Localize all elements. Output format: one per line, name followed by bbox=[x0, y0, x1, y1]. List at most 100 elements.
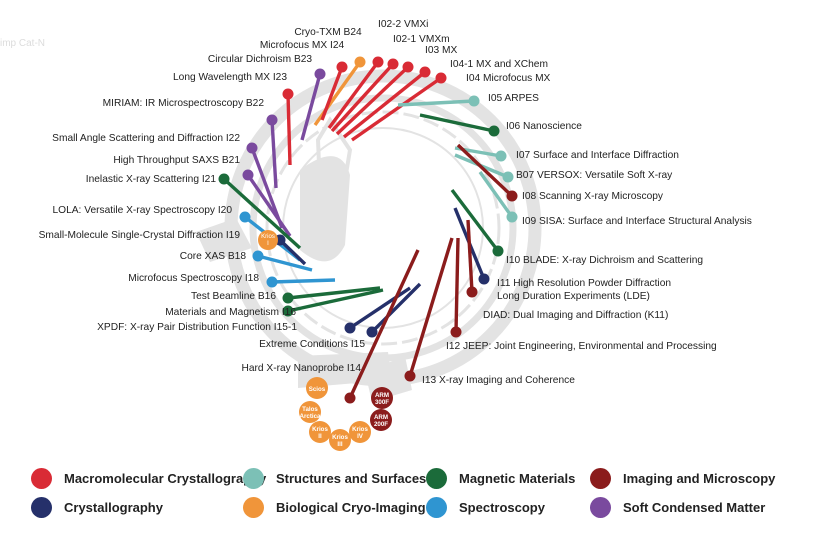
beamline bbox=[344, 286, 411, 334]
krios-i-label: Krios bbox=[261, 234, 275, 240]
beamline-label: Extreme Conditions I15 bbox=[259, 339, 365, 350]
legend-swatch bbox=[31, 496, 52, 518]
beamline-label: High Throughput SAXS B21 bbox=[113, 155, 240, 166]
microscope-label: 300F bbox=[375, 399, 389, 406]
beamline bbox=[266, 114, 278, 189]
beamline-dot bbox=[344, 322, 356, 334]
legend-item-bio-cryo: Biological Cryo-Imaging bbox=[243, 496, 426, 518]
microscope-badge bbox=[349, 421, 371, 443]
beamline-label-line2: Long Duration Experiments (LDE) bbox=[497, 291, 650, 302]
beamline-dot bbox=[404, 370, 416, 382]
legend-label: Imaging and Microscopy bbox=[623, 470, 776, 486]
beamline-dot bbox=[435, 72, 447, 84]
beamline bbox=[351, 72, 447, 142]
beamline-line bbox=[456, 143, 514, 198]
beamline-line bbox=[286, 93, 292, 166]
beamline-label: Small Angle Scattering and Diffraction I… bbox=[52, 133, 240, 144]
beamline-line bbox=[408, 237, 454, 377]
legend-item-magnetic: Magnetic Materials bbox=[426, 467, 575, 489]
beamline-label: Materials and Magnetism I16 bbox=[165, 307, 296, 318]
beamline-dot bbox=[344, 392, 356, 404]
faint-background-text: imp Cat-N bbox=[0, 38, 46, 49]
microscope-badge bbox=[329, 429, 351, 451]
beamline-label: MIRIAM: IR Microspectroscopy B22 bbox=[103, 98, 265, 109]
beamline-dot bbox=[354, 56, 366, 68]
krios-i-label: I bbox=[267, 241, 269, 247]
beamline-dot bbox=[242, 169, 254, 181]
beamline-dot bbox=[492, 245, 504, 257]
beamline-line bbox=[300, 73, 322, 141]
synchrotron-ring bbox=[196, 69, 542, 402]
microscope-badge bbox=[299, 401, 321, 423]
beamline-line bbox=[419, 113, 495, 133]
beamline-dot bbox=[478, 273, 490, 285]
beamline-label: I08 Scanning X-ray Microscopy bbox=[522, 191, 664, 202]
beamline bbox=[478, 171, 518, 223]
beamline bbox=[218, 173, 302, 250]
beamline-label: I03 MX bbox=[425, 45, 457, 56]
beamline-dot bbox=[402, 61, 414, 73]
beamline-line bbox=[222, 177, 302, 250]
legend-label: Structures and Surfaces bbox=[276, 470, 427, 486]
beamline-label: Circular Dichroism B23 bbox=[208, 54, 312, 65]
beamline bbox=[282, 288, 384, 317]
linac-building bbox=[300, 156, 350, 262]
beamline-line bbox=[397, 99, 475, 107]
beamline-dot bbox=[282, 88, 294, 100]
beamline-label: I09 SISA: Surface and Interface Structur… bbox=[522, 216, 752, 227]
legend-label: Soft Condensed Matter bbox=[623, 499, 766, 515]
microscope-label: ARM bbox=[375, 392, 389, 399]
beamline-label: Inelastic X-ray Scattering I21 bbox=[86, 174, 217, 185]
beamline-label: I07 Surface and Interface Diffraction bbox=[516, 150, 679, 161]
microscope-badge bbox=[306, 377, 328, 399]
beamline-label: LOLA: Versatile X-ray Spectroscopy I20 bbox=[53, 205, 233, 216]
microscope-label: IV bbox=[357, 433, 364, 440]
legend: Macromolecular Crystallography Structure… bbox=[0, 458, 818, 548]
beamline-label: Core XAS B18 bbox=[180, 251, 247, 262]
beamline-label: B07 VERSOX: Versatile Soft X-ray bbox=[516, 170, 673, 181]
beamline-dot bbox=[466, 286, 478, 298]
legend-swatch bbox=[243, 496, 264, 518]
microscope-label: Krios bbox=[332, 434, 348, 441]
beamline bbox=[450, 237, 462, 338]
beamline-dot bbox=[266, 276, 278, 288]
beamline bbox=[404, 237, 454, 382]
beamline-line bbox=[271, 278, 336, 284]
beamline bbox=[342, 66, 431, 139]
beamline bbox=[466, 219, 478, 298]
beamline-line bbox=[454, 237, 460, 333]
microscope-label: Krios bbox=[312, 426, 328, 433]
beamline-label: Long Wavelength MX I23 bbox=[173, 72, 287, 83]
beamline-label: I12 JEEP: Joint Engineering, Environment… bbox=[446, 341, 717, 352]
beamline bbox=[344, 249, 420, 404]
booster-hall bbox=[315, 116, 353, 201]
legend-label: Spectroscopy bbox=[459, 499, 545, 515]
microscope-label: Scios bbox=[309, 386, 326, 393]
beamline-label: Cryo-TXM B24 bbox=[294, 27, 362, 38]
beamline bbox=[456, 143, 518, 202]
legend-swatch bbox=[590, 467, 611, 489]
microscope-label: III bbox=[337, 441, 342, 448]
beamline-label: I06 Nanoscience bbox=[506, 121, 582, 132]
beamline-dot bbox=[314, 68, 326, 80]
legend-item-soft: Soft Condensed Matter bbox=[590, 496, 765, 518]
beamline-line bbox=[370, 282, 422, 334]
microscope-label: Talos bbox=[302, 406, 318, 413]
beamline-line bbox=[320, 66, 344, 121]
microscope-badge bbox=[371, 387, 393, 409]
beamline-label: Microfocus MX I24 bbox=[260, 40, 345, 51]
beamline-dot bbox=[450, 326, 462, 338]
microscope-badge bbox=[309, 421, 331, 443]
legend-swatch bbox=[590, 496, 611, 518]
beamline bbox=[397, 95, 480, 107]
inner-ring bbox=[265, 110, 501, 346]
long-beamline-building bbox=[196, 218, 252, 262]
legend-swatch bbox=[426, 496, 447, 518]
legend-item-macromolecular: Macromolecular Crystallography bbox=[31, 467, 266, 489]
beamline bbox=[330, 58, 399, 133]
beamline bbox=[335, 61, 414, 136]
beamline-dot bbox=[218, 173, 230, 185]
